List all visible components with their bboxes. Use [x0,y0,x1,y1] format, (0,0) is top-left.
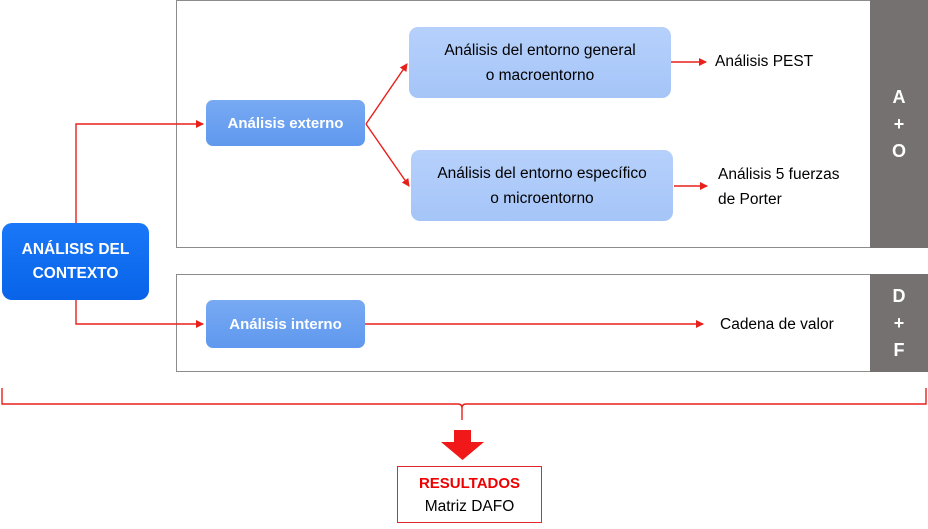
side-label-f: F [893,339,905,360]
side-label-plus: + [893,113,905,134]
general-environment-node: Análisis del entorno general o macroento… [409,27,671,98]
external-analysis-label: Análisis externo [227,114,344,132]
context-analysis-line2: CONTEXTO [32,264,119,282]
weaknesses-strengths-bar: D + F [870,274,928,372]
porter-analysis-line1: Análisis 5 fuerzas [718,166,840,183]
specific-environment-line2: o microentorno [490,189,594,207]
threats-opportunities-bar: A + O [870,0,928,248]
general-environment-line2: o macroentorno [485,66,595,84]
swot-matrix-label: Matriz DAFO [424,497,515,515]
side-label-plus: + [893,312,905,333]
results-box: RESULTADOS Matriz DAFO [397,466,542,523]
side-label-a: A [892,86,906,107]
external-analysis-node: Análisis externo [206,100,365,146]
summary-brace [1,388,927,420]
general-environment-line1: Análisis del entorno general [444,41,636,59]
results-title: RESULTADOS [418,474,521,492]
internal-analysis-label: Análisis interno [229,315,342,333]
porter-analysis-line2: de Porter [718,191,782,208]
down-arrow-icon [441,430,484,460]
value-chain-label: Cadena de valor [720,316,834,333]
specific-environment-node: Análisis del entorno específico o microe… [411,150,673,221]
side-label-o: O [891,140,906,161]
specific-environment-line1: Análisis del entorno específico [437,164,647,182]
side-label-d: D [892,285,906,306]
context-analysis-node: ANÁLISIS DEL CONTEXTO [2,223,149,300]
porter-analysis-label: Análisis 5 fuerzas de Porter [718,162,839,212]
context-analysis-line1: ANÁLISIS DEL [21,240,130,258]
pest-analysis-label: Análisis PEST [715,53,814,70]
internal-analysis-node: Análisis interno [206,300,365,348]
